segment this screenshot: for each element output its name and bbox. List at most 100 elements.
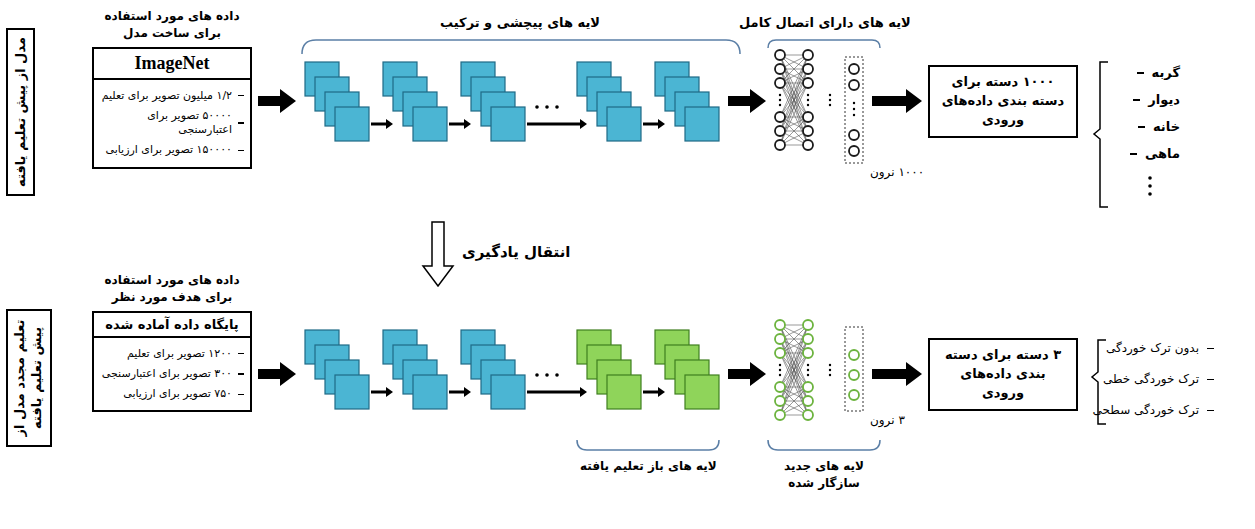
more-dots [1148,176,1152,196]
class-row: دیوار [1125,91,1180,109]
ellipsis-dot [829,104,831,106]
neuron [775,126,785,136]
ellipsis-dot [807,94,809,96]
class-count-text: ۱۰۰۰ دسته برای دسته بندی داده‌های ورودی [938,73,1068,130]
layer-arrow-head [580,387,587,397]
dataset-item: ۱۲۰۰ تصویر برای تعلیم [127,347,232,361]
neuron [775,410,785,420]
neuron-count: ۱۰۰۰ نرون [870,164,924,181]
dataset-heading: داده های مورد استفاده برای ساخت مدل [92,8,252,42]
neuron [803,348,813,358]
neuron [849,146,859,156]
class-count-box: ۱۰۰۰ دسته برای دسته بندی داده‌های ورودی [928,65,1078,138]
layer-arrow [371,123,387,126]
bullet-dash [238,150,244,152]
layer-arrow-head [386,119,393,129]
class-row: ماهی [1122,145,1180,163]
conv-bracket [302,40,740,54]
bullet-dash [1207,379,1214,381]
neuron [849,64,859,74]
feature-map [413,375,447,409]
layer-arrow-head [386,387,393,397]
dataset-item: ۵۰۰۰۰ تصویر برای اعتبارسنجی [100,109,232,138]
layer-arrow-head [464,387,471,397]
neuron [849,130,859,140]
neuron [803,50,813,60]
feature-map [685,107,719,141]
output-layer [845,57,863,163]
class-name: گربه [1152,64,1180,82]
section-label: لایه های دارای اتصال کامل [739,14,911,32]
dataset-item-row: ۱۲۰۰ تصویر برای تعلیم [94,344,250,364]
feature-map [685,375,719,409]
bullet-dash [1207,410,1214,412]
dataset-item-row: ۱۵۰۰۰۰ تصویر برای ارزیابی [94,140,250,160]
ellipsis-dot [555,105,559,109]
dataset-item-row: ۳۰۰ تصویر برای اعتبارسنجی [94,364,250,384]
bullet-dash [238,353,244,355]
transfer-arrow [423,222,453,286]
ellipsis-dot [829,99,831,101]
neuron [803,78,813,88]
bullet-dash [1130,153,1137,155]
ellipsis-dot [829,374,831,376]
dataset-item: ۱/۲ میلیون تصویر برای تعلیم [102,89,232,103]
dataset-item-row: ۵۰۰۰۰ تصویر برای اعتبارسنجی [94,106,250,141]
flow-arrows [258,89,922,386]
dataset-box: ImageNet۱/۲ میلیون تصویر برای تعلیم۵۰۰۰۰… [92,47,252,169]
class-name: خانه [1153,118,1180,136]
feature-map [413,107,447,141]
ellipsis-dot [807,364,809,366]
section-label: لایه های جدید سازگار شده [764,458,884,492]
section-label: لایه های پیچشی و ترکیب [440,14,600,32]
neuron [775,140,785,150]
neuron [775,64,785,74]
ellipsis-dot [779,104,781,106]
bullet-dash [1207,348,1214,350]
class-name: ترک خوردگی خطی [1103,371,1199,388]
bullet-dash [1133,99,1140,101]
ellipsis-dot [829,364,831,366]
feature-map [335,375,369,409]
bullet-dash [238,394,244,396]
neuron [803,396,813,406]
class-row: بدون ترک خوردگی [1106,340,1222,357]
dataset-item: ۱۵۰۰۰۰ تصویر برای ارزیابی [106,143,232,157]
feature-map [491,375,525,409]
class-count-text: ۳ دسته برای دسته بندی داده‌های ورودی [938,346,1068,403]
neuron [775,112,785,122]
neuron [803,140,813,150]
feature-map [491,107,525,141]
feature-map [335,107,369,141]
neuron [803,334,813,344]
dataset-group: داده های مورد استفاده برای هدف مورد نظرپ… [92,272,252,412]
ellipsis-dot [779,374,781,376]
neuron [775,320,785,330]
layer-arrow-head [464,119,471,129]
output-bracket [1094,62,1108,207]
dataset-item-row: ۷۵۰ تصویر برای ارزیابی [94,384,250,404]
class-row: ترک خوردگی خطی [1103,371,1222,388]
class-count-box: ۳ دسته برای دسته بندی داده‌های ورودی [928,338,1078,411]
neuron [849,350,859,360]
ellipsis-dot [807,369,809,371]
ellipsis-dot [779,99,781,101]
bullet-dash [238,373,244,375]
ellipsis-dot [535,105,539,109]
neuron [803,410,813,420]
side-label-box: تعلیم مجدد مدل از پیش تعلیم یافته [6,309,52,447]
neuron [775,334,785,344]
class-name: ماهی [1145,145,1180,163]
neuron [803,320,813,330]
class-name: بدون ترک خوردگی [1106,340,1199,357]
neuron [775,78,785,88]
class-row: خانه [1130,118,1180,136]
layer-arrow-head [658,387,665,397]
neuron [775,348,785,358]
ellipsis-dot [853,102,855,104]
new-layers-bracket [768,440,880,450]
ellipsis-dot [779,364,781,366]
neuron-count: ۳ نرون [870,412,905,429]
retrained-bracket [577,440,719,450]
neuron [803,382,813,392]
